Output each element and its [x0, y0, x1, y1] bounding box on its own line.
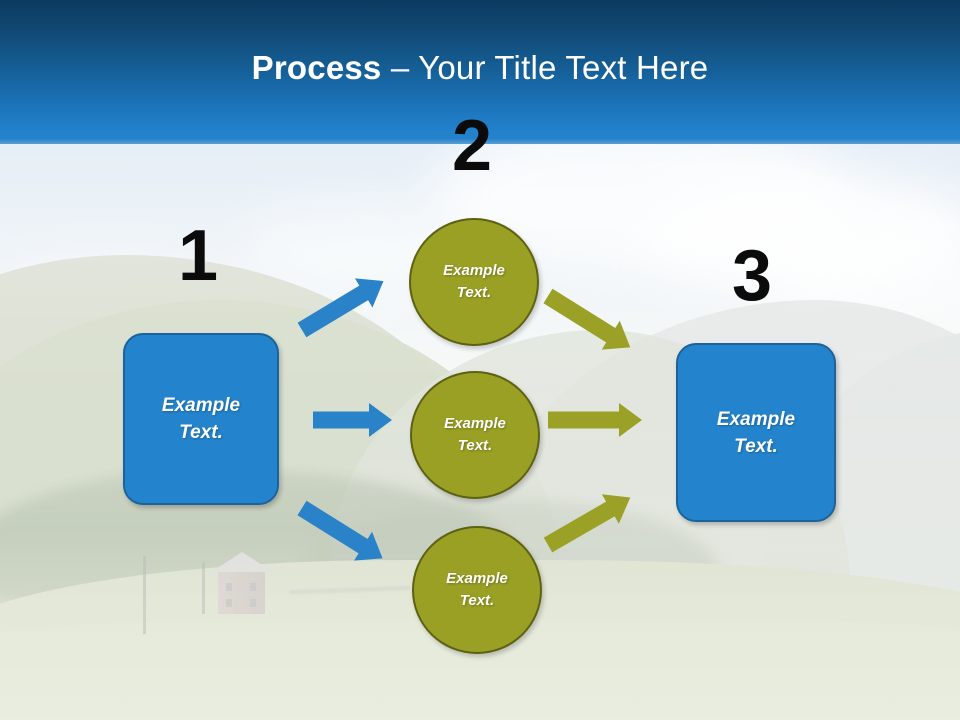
circle-node-top[interactable]: Example Text.	[409, 218, 539, 346]
fence-post	[143, 556, 146, 634]
circle-node-middle-label: Example Text.	[444, 415, 506, 454]
arrow-shaft	[313, 411, 373, 429]
cottage-window	[250, 599, 256, 607]
arrow-shaft	[548, 411, 623, 429]
step-number-2: 2	[451, 106, 493, 186]
cottage-window	[226, 583, 232, 591]
input-box[interactable]: Example Text.	[123, 333, 279, 505]
circle-node-bottom-label: Example Text.	[446, 570, 508, 609]
cottage-window	[226, 599, 232, 607]
input-box-label: Example Text.	[161, 395, 241, 443]
cottage-window	[250, 583, 256, 591]
output-box[interactable]: Example Text.	[676, 343, 836, 522]
arrow-head	[369, 403, 392, 437]
circle-node-middle[interactable]: Example Text.	[410, 371, 540, 499]
fence-post	[202, 562, 205, 614]
circle-node-bottom[interactable]: Example Text.	[412, 526, 542, 654]
output-box-label: Example Text.	[716, 408, 796, 457]
page-title-rest: – Your Title Text Here	[381, 49, 709, 86]
circle-node-top-label: Example Text.	[443, 262, 505, 301]
step-number-3: 3	[731, 236, 773, 316]
step-number-1: 1	[177, 216, 219, 296]
title-banner	[0, 0, 960, 132]
title-banner-edge	[0, 132, 960, 144]
cottage-wall	[218, 572, 265, 614]
arrow-head	[619, 403, 642, 437]
page-title-strong: Process	[251, 49, 382, 86]
page-title: Process – Your Title Text Here	[0, 48, 960, 88]
cottage-roof	[208, 552, 276, 574]
